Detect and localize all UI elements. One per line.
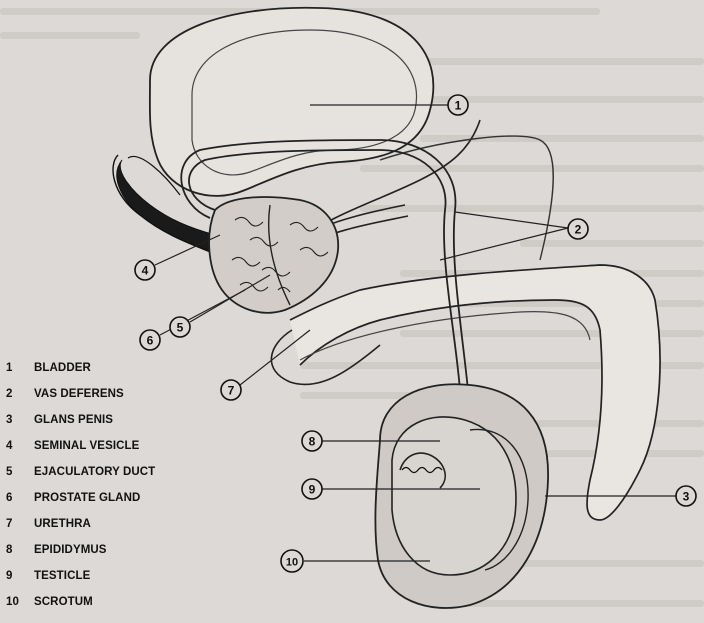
legend-number: 1: [6, 362, 24, 374]
legend-label: TESTICLE: [34, 570, 90, 582]
svg-text:4: 4: [142, 264, 149, 278]
legend-label: EPIDIDYMUS: [34, 544, 107, 556]
legend-label: SCROTUM: [34, 596, 93, 608]
legend-label: SEMINAL VESICLE: [34, 440, 139, 452]
prostate-shape: [209, 197, 338, 313]
legend-label: GLANS PENIS: [34, 414, 113, 426]
legend-number: 10: [6, 596, 24, 608]
callout-1: 1: [448, 95, 468, 115]
legend-number: 3: [6, 414, 24, 426]
legend-number: 8: [6, 544, 24, 556]
svg-text:7: 7: [228, 384, 235, 398]
callout-5: 5: [170, 317, 190, 337]
bladder-shape: [150, 8, 434, 196]
legend-number: 4: [6, 440, 24, 452]
legend-label: EJACULATORY DUCT: [34, 466, 155, 478]
legend-number: 5: [6, 466, 24, 478]
legend-label: BLADDER: [34, 362, 91, 374]
callout-10: 10: [281, 550, 303, 572]
svg-text:6: 6: [147, 334, 154, 348]
legend-label: VAS DEFERENS: [34, 388, 124, 400]
callout-6: 6: [140, 330, 160, 350]
svg-text:5: 5: [177, 321, 184, 335]
svg-text:8: 8: [309, 435, 316, 449]
legend-number: 7: [6, 518, 24, 530]
callout-8: 8: [302, 431, 322, 451]
svg-text:2: 2: [575, 223, 582, 237]
svg-text:3: 3: [683, 490, 690, 504]
svg-text:10: 10: [286, 557, 298, 569]
legend-number: 6: [6, 492, 24, 504]
legend-number: 2: [6, 388, 24, 400]
svg-text:9: 9: [309, 483, 316, 497]
svg-text:1: 1: [455, 99, 462, 113]
legend-label: PROSTATE GLAND: [34, 492, 140, 504]
callout-7: 7: [221, 380, 241, 400]
callout-9: 9: [302, 479, 322, 499]
legend-number: 9: [6, 570, 24, 582]
callout-2: 2: [568, 219, 588, 239]
callout-3: 3: [676, 486, 696, 506]
legend-label: URETHRA: [34, 518, 91, 530]
callout-4: 4: [135, 260, 155, 280]
